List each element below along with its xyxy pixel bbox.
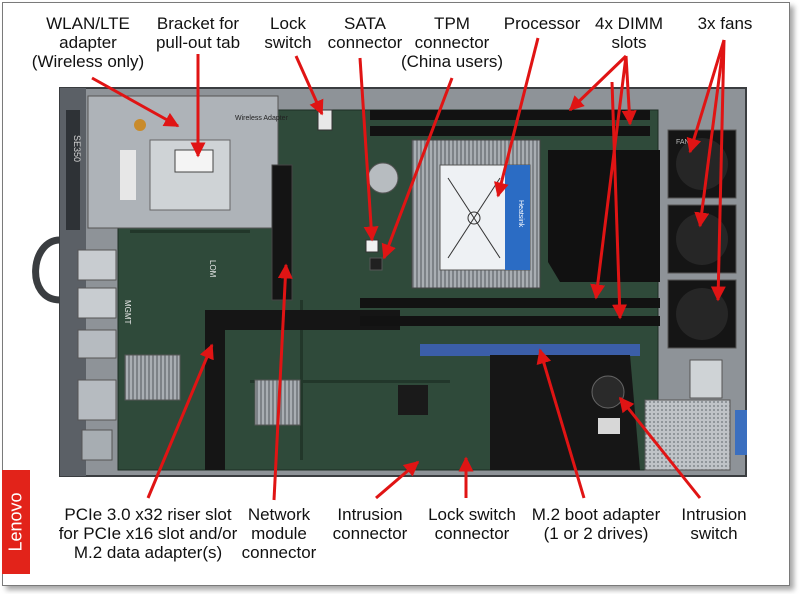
fan-bank xyxy=(667,129,737,349)
arrow-dimm-c xyxy=(590,55,628,300)
label-bracket: Bracket for pull-out tab xyxy=(155,14,241,52)
cmos-battery xyxy=(367,162,399,194)
arrow-dimm-b xyxy=(621,55,637,126)
intrusion-switch-part xyxy=(689,359,723,399)
arrow-m2 xyxy=(536,348,586,499)
sata-connector-part xyxy=(365,239,379,253)
arrow-dimm-d xyxy=(610,81,628,320)
mgmt-silkscreen: MGMT xyxy=(123,300,132,325)
chip-c xyxy=(398,385,428,415)
side-label: SE350 xyxy=(72,135,82,162)
arrow-processor xyxy=(494,37,540,198)
callout-arrows xyxy=(91,37,726,501)
arrow-dimm-a xyxy=(568,54,628,112)
arrow-pcie xyxy=(146,343,214,499)
air-duct xyxy=(548,150,660,282)
label-processor: Processor xyxy=(503,14,581,33)
arrow-fan-1 xyxy=(686,39,726,154)
arrow-wlan xyxy=(91,76,180,128)
dimm-slots xyxy=(360,110,660,356)
label-sata-connector: SATA connector xyxy=(327,14,403,52)
label-lock-switch: Lock switch xyxy=(264,14,312,52)
label-dimm-slots: 4x DIMM slots xyxy=(595,14,663,52)
label-wlan-adapter: WLAN/LTE adapter (Wireless only) xyxy=(31,14,145,71)
network-module-connector xyxy=(271,164,293,301)
label-lock-switch-connector: Lock switch connector xyxy=(428,505,516,543)
m2-boot-adapter-part xyxy=(490,355,640,470)
tpm-connector-part xyxy=(369,257,383,271)
lom-silkscreen: LOM xyxy=(208,260,217,278)
label-intrusion-connector: Intrusion connector xyxy=(332,505,408,543)
arrow-intrusion-connector xyxy=(375,460,420,500)
blue-latch xyxy=(735,410,747,455)
wlan-adapter-area xyxy=(87,95,279,229)
chip-heatsink-a xyxy=(124,354,181,401)
label-tpm-connector: TPM connector (China users) xyxy=(400,14,504,71)
label-intrusion-switch: Intrusion switch xyxy=(681,505,747,543)
label-fans: 3x fans xyxy=(697,14,753,33)
rear-ports xyxy=(32,236,117,461)
fan-silkscreen: FAN xyxy=(676,139,690,146)
arrow-network xyxy=(272,263,293,501)
wireless-silkscreen: Wireless Adapter xyxy=(235,115,289,122)
label-m2-boot-adapter: M.2 boot adapter (1 or 2 drives) xyxy=(531,505,661,543)
arrow-fan-3 xyxy=(710,39,726,302)
label-pcie-riser-slot: PCIe 3.0 x32 riser slot for PCIe x16 slo… xyxy=(58,505,238,562)
label-network-module-connector: Network module connector xyxy=(241,505,317,562)
arrow-intrusion-switch xyxy=(618,396,702,499)
processor-heatsink xyxy=(411,139,541,289)
arrow-lock-switch xyxy=(294,55,324,116)
vent-mesh xyxy=(644,399,731,471)
arrow-tpm xyxy=(381,77,454,260)
arrow-fan-2 xyxy=(694,39,726,228)
lenovo-logo: Lenovo xyxy=(2,470,30,574)
arrow-sata xyxy=(358,57,379,242)
heatsink-silkscreen: Heatsink xyxy=(517,200,524,228)
lenovo-logo-text: Lenovo xyxy=(5,492,26,552)
